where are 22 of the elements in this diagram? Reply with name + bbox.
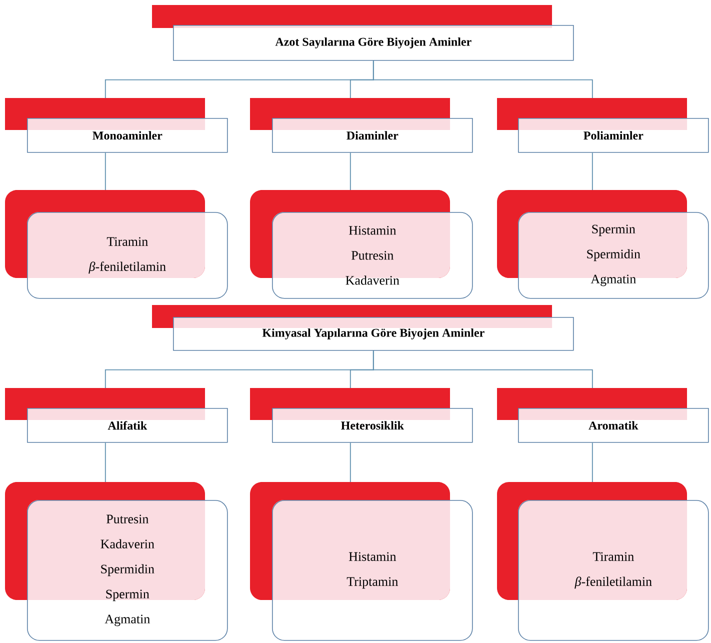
connector-line bbox=[592, 442, 593, 482]
connector-line bbox=[104, 442, 106, 482]
list-box: Tiramin β-feniletilamin bbox=[5, 190, 228, 299]
list-box: Tiramin β-feniletilamin bbox=[497, 482, 709, 641]
category-box: Poliaminler bbox=[497, 98, 709, 153]
connector-line bbox=[372, 350, 593, 388]
connector-line bbox=[372, 60, 593, 98]
category-box: Heterosiklik bbox=[250, 388, 473, 443]
list-box: Putresin Kadaverin Spermidin Spermin Agmatin bbox=[5, 482, 228, 641]
category-box: Aromatik bbox=[497, 388, 709, 443]
category-box: Alifatik bbox=[5, 388, 228, 443]
title-box: Azot Sayılarına Göre Biyojen Aminler bbox=[152, 5, 574, 61]
list-box: Histamin Putresin Kadaverin bbox=[250, 190, 473, 299]
category-box: Diaminler bbox=[250, 98, 473, 153]
title-box: Kimyasal Yapılarına Göre Biyojen Aminler bbox=[152, 305, 574, 351]
connector-line bbox=[104, 152, 106, 190]
connector-line bbox=[350, 152, 351, 190]
list-box: Histamin Triptamin bbox=[250, 482, 473, 641]
connector-line bbox=[350, 442, 351, 482]
connector-line bbox=[592, 152, 593, 190]
list-box: Spermin Spermidin Agmatin bbox=[497, 190, 709, 299]
category-box: Monoaminler bbox=[5, 98, 228, 153]
